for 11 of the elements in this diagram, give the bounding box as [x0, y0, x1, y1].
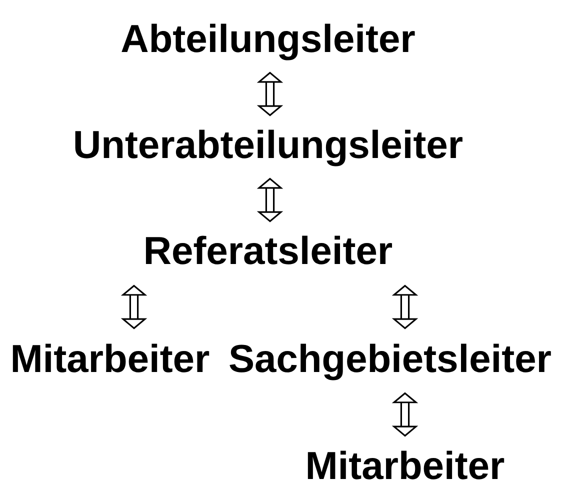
double-arrow — [392, 392, 418, 437]
double-arrow — [256, 178, 284, 222]
double-arrow — [120, 284, 148, 330]
title-text: Mitarbeiter — [12, 344, 210, 372]
title-text: Abteilungsleiter — [122, 24, 415, 60]
title-text: Referatsleiter — [146, 236, 392, 264]
double-arrow — [392, 284, 418, 330]
double-arrow — [256, 72, 284, 116]
title-text: Unterabteilungsleiter — [75, 130, 462, 166]
title-text: Mitarbeiter — [308, 450, 504, 480]
title-text: Sachgebietsleiter — [230, 344, 551, 380]
